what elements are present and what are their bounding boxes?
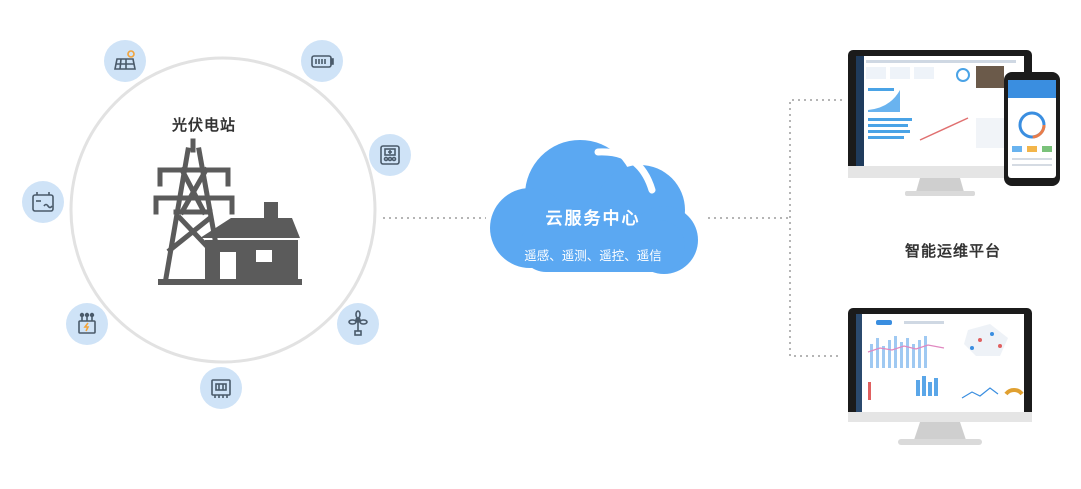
cloud-subtitle: 遥感、遥测、遥控、遥信 bbox=[524, 248, 662, 263]
inverter-icon bbox=[22, 181, 64, 223]
cloud-shape bbox=[490, 140, 698, 274]
battery-icon bbox=[301, 40, 343, 82]
connector-branch bbox=[789, 99, 842, 357]
transformer-icon bbox=[66, 303, 108, 345]
meter-icon bbox=[369, 134, 411, 176]
distribution-box-icon bbox=[200, 367, 242, 409]
monitor-top bbox=[848, 50, 1032, 196]
cloud-title: 云服务中心 bbox=[545, 209, 641, 229]
wind-turbine-icon bbox=[337, 303, 379, 345]
monitor-bottom bbox=[848, 308, 1032, 445]
station-title: 光伏电站 bbox=[172, 116, 237, 134]
station-house-icon bbox=[158, 202, 302, 285]
station-ring bbox=[69, 56, 377, 364]
solar-panel-icon bbox=[104, 40, 146, 82]
platform-title: 智能运维平台 bbox=[904, 242, 1001, 260]
phone-device bbox=[1004, 72, 1060, 186]
